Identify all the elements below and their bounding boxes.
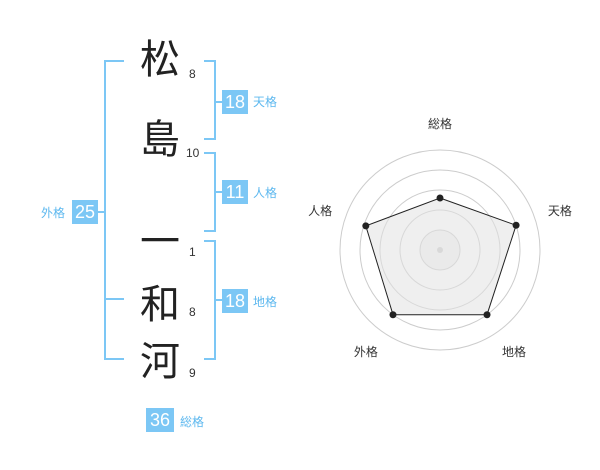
soukaku-badge: 36 — [146, 408, 174, 432]
tenkaku-label: 天格 — [253, 95, 278, 109]
jinkaku-label: 人格 — [253, 186, 278, 200]
name-char-1: 松 — [140, 37, 180, 83]
radar-axis-label-4: 外格 — [354, 344, 378, 359]
chikaku-label: 地格 — [253, 295, 278, 309]
radar-axis-label-2: 天格 — [548, 203, 572, 218]
radar-point-2 — [512, 221, 520, 229]
jinkaku-bracket-bottom — [204, 230, 216, 232]
stroke-count-2: 10 — [186, 146, 200, 160]
jinkaku-bracket-vertical — [214, 152, 216, 232]
stroke-count-3: 1 — [189, 245, 196, 259]
tenkaku-badge: 18 — [222, 90, 248, 114]
name-char-2: 島 — [140, 117, 180, 163]
name-char-3: 一 — [140, 219, 180, 265]
stroke-count-5: 9 — [189, 366, 196, 380]
radar-point-5 — [362, 222, 370, 230]
gaikaku-bracket-middle — [104, 298, 124, 300]
radar-axis-label-5: 人格 — [308, 203, 332, 218]
radar-ring-4 — [359, 169, 521, 331]
stroke-count-4: 8 — [189, 305, 196, 319]
tenkaku-bracket-vertical — [214, 60, 216, 140]
chikaku-bracket-top — [204, 240, 216, 242]
jinkaku-connector — [216, 191, 222, 193]
jinkaku-badge: 11 — [222, 180, 248, 204]
stroke-count-1: 8 — [189, 67, 196, 81]
radar-point-1 — [436, 194, 444, 202]
chikaku-bracket-vertical — [214, 240, 216, 360]
radar-point-3 — [483, 311, 491, 319]
soukaku-label: 総格 — [180, 415, 205, 429]
radar-axis-label-3: 地格 — [502, 344, 526, 359]
gaikaku-connector — [98, 211, 106, 213]
gaikaku-bracket-bottom — [104, 358, 124, 360]
jinkaku-bracket-top — [204, 152, 216, 154]
radar-axis-label-1: 総格 — [428, 116, 452, 131]
name-char-5: 河 — [140, 339, 180, 385]
name-char-4: 和 — [140, 282, 180, 328]
tenkaku-bracket-top — [204, 60, 216, 62]
chikaku-bracket-bottom — [204, 358, 216, 360]
gaikaku-bracket-vertical — [104, 60, 106, 360]
gaikaku-bracket-top — [104, 60, 124, 62]
gaikaku-label: 外格 — [41, 206, 66, 220]
radar-ring-5 — [339, 149, 541, 351]
chikaku-connector — [216, 299, 222, 301]
gaikaku-badge: 25 — [72, 200, 98, 224]
radar-value-area — [365, 197, 517, 316]
tenkaku-bracket-bottom — [204, 138, 216, 140]
chikaku-badge: 18 — [222, 289, 248, 313]
radar-point-4 — [389, 311, 397, 319]
tenkaku-connector — [216, 101, 222, 103]
